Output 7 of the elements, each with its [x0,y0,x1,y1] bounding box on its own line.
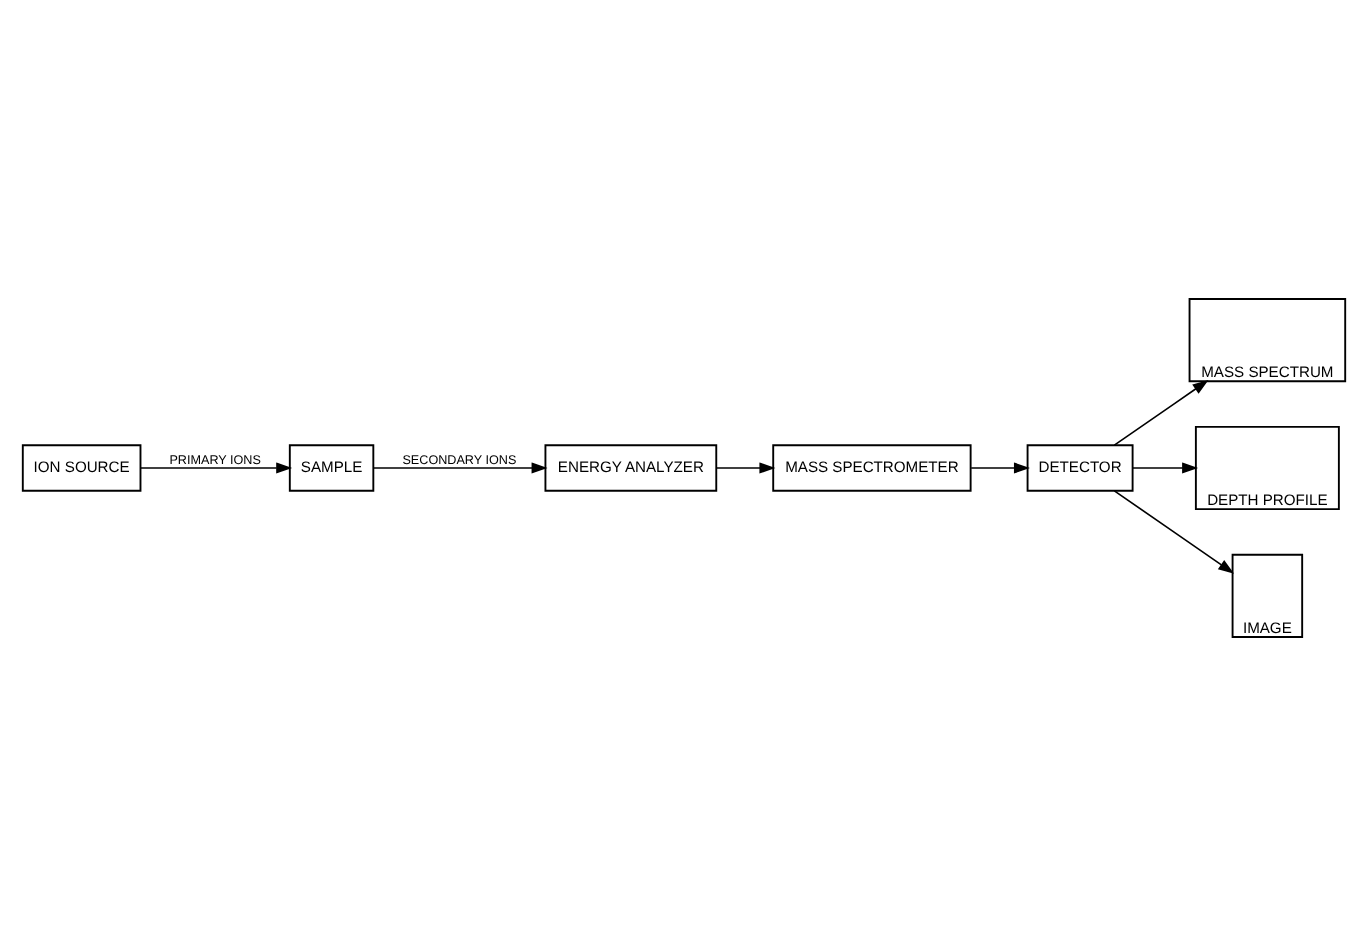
arrow [372,461,548,473]
arrow [970,461,1030,473]
arrow [1113,489,1235,573]
arrow [1113,379,1209,445]
arrow [140,461,293,473]
arrow [1132,461,1199,473]
arrow [715,461,776,473]
